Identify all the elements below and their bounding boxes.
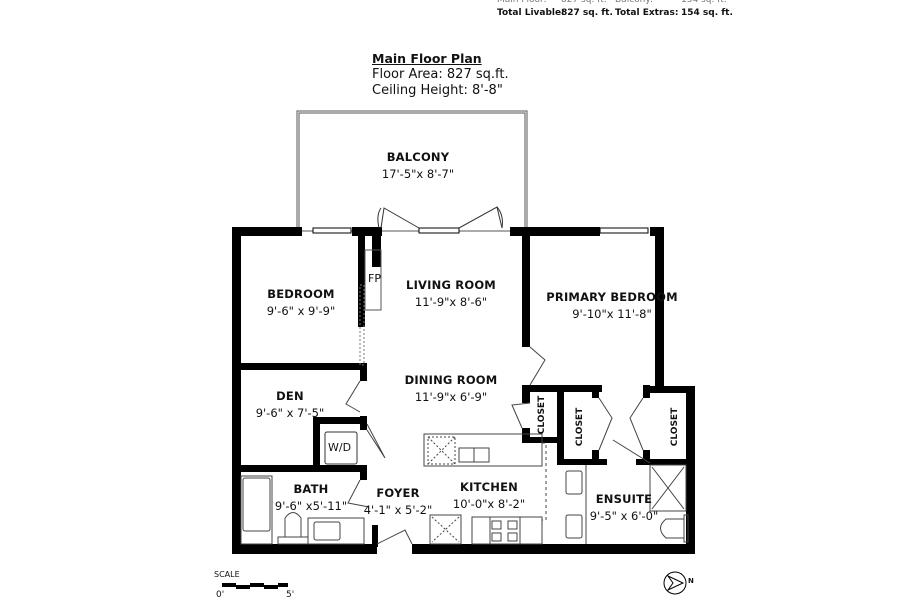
room-balcony-name: BALCONY: [386, 150, 450, 164]
room-dining: DINING ROOM 11'-9"x 6'-9": [405, 373, 498, 404]
room-living-name: LIVING ROOM: [406, 278, 496, 292]
room-den-dims: 9'-6" x 7'-5": [255, 406, 325, 420]
room-bedroom-dims: 9'-6" x 9'-9": [266, 304, 336, 318]
bath-fixtures: [240, 475, 365, 545]
summary-total-livable-label: Total Livable:: [497, 8, 565, 18]
room-kitchen-name: KITCHEN: [460, 480, 518, 494]
room-den-name: DEN: [276, 389, 304, 403]
room-balcony-dims: 17'-5"x 8'-7": [381, 167, 455, 181]
area-summary: Main Floor: 827 sq. ft. Balcony: 154 sq.…: [497, 0, 733, 20]
walls: [232, 227, 695, 554]
ceiling-height: Ceiling Height: 8'-8": [372, 83, 503, 98]
room-bedroom: BEDROOM 9'-6" x 9'-9": [267, 287, 336, 318]
washer-dryer-label: W/D: [328, 441, 352, 454]
room-foyer: FOYER 4'-1" x 5'-2": [364, 486, 433, 517]
room-foyer-dims: 4'-1" x 5'-2": [363, 503, 433, 517]
ensuite-fixtures: [565, 464, 689, 544]
summary-total-extras-label: Total Extras:: [615, 8, 679, 18]
north-arrow-icon: [663, 571, 687, 595]
door-swings: [345, 346, 651, 545]
room-living: LIVING ROOM 11'-9"x 8'-6": [406, 278, 496, 309]
room-kitchen: KITCHEN 10'-0"x 8'-2": [453, 480, 525, 511]
balcony-doors: [377, 206, 503, 229]
windows: [312, 227, 649, 234]
room-primary-bedroom-dims: 9'-10"x 11'-8": [572, 307, 652, 321]
room-balcony: BALCONY 17'-5"x 8'-7": [382, 150, 454, 181]
room-bedroom-name: BEDROOM: [267, 287, 335, 301]
fireplace-label: FP: [368, 272, 381, 285]
room-primary-bedroom: PRIMARY BEDROOM 9'-10"x 11'-8": [546, 290, 677, 321]
summary-balcony-label: Balcony:: [615, 0, 654, 5]
summary-total-livable-value: 827 sq. ft.: [561, 8, 613, 18]
room-ensuite-name: ENSUITE: [595, 492, 653, 506]
scale-bar-graphic: [222, 583, 288, 589]
scale-end: 5': [286, 590, 295, 600]
room-ensuite-dims: 9'-5" x 6'-0": [589, 509, 659, 523]
room-den: DEN 9'-6" x 7'-5": [256, 389, 325, 420]
plan-title: Main Floor Plan: [372, 51, 482, 66]
room-living-dims: 11'-9"x 8'-6": [414, 295, 488, 309]
scale-label: SCALE: [214, 570, 240, 579]
closet-label-primary-right: CLOSET: [670, 407, 681, 447]
room-bath-dims: 9'-6" x5'-11": [274, 499, 348, 513]
washer-dryer: [324, 431, 358, 465]
plan-title-block: Main Floor Plan Floor Area: 827 sq.ft. C…: [372, 51, 509, 99]
floor-area: Floor Area: 827 sq.ft.: [372, 67, 509, 82]
compass-north-label: N: [688, 577, 694, 585]
room-foyer-name: FOYER: [376, 486, 420, 500]
room-dining-dims: 11'-9"x 6'-9": [414, 390, 488, 404]
room-bath-name: BATH: [293, 482, 329, 496]
room-primary-bedroom-name: PRIMARY BEDROOM: [546, 290, 678, 304]
summary-main-floor-label: Main Floor:: [497, 0, 547, 5]
summary-row-totals: Total Livable: 827 sq. ft. Total Extras:…: [497, 7, 733, 20]
summary-row-main-floor: Main Floor: 827 sq. ft. Balcony: 154 sq.…: [497, 0, 733, 7]
scale-start: 0': [216, 590, 225, 600]
room-bath: BATH 9'-6" x5'-11": [275, 482, 347, 513]
summary-total-extras-value: 154 sq. ft.: [681, 8, 733, 18]
room-ensuite: ENSUITE 9'-5" x 6'-0": [590, 492, 659, 523]
summary-balcony-value: 154 sq. ft.: [681, 0, 727, 5]
room-kitchen-dims: 10'-0"x 8'-2": [452, 497, 526, 511]
closet-label-dining: CLOSET: [537, 395, 548, 435]
summary-main-floor-value: 827 sq. ft.: [561, 0, 607, 5]
closet-label-primary-left: CLOSET: [575, 407, 586, 447]
kitchen-fixtures: [423, 433, 547, 545]
room-dining-name: DINING ROOM: [404, 373, 498, 387]
fireplace: [364, 249, 382, 311]
